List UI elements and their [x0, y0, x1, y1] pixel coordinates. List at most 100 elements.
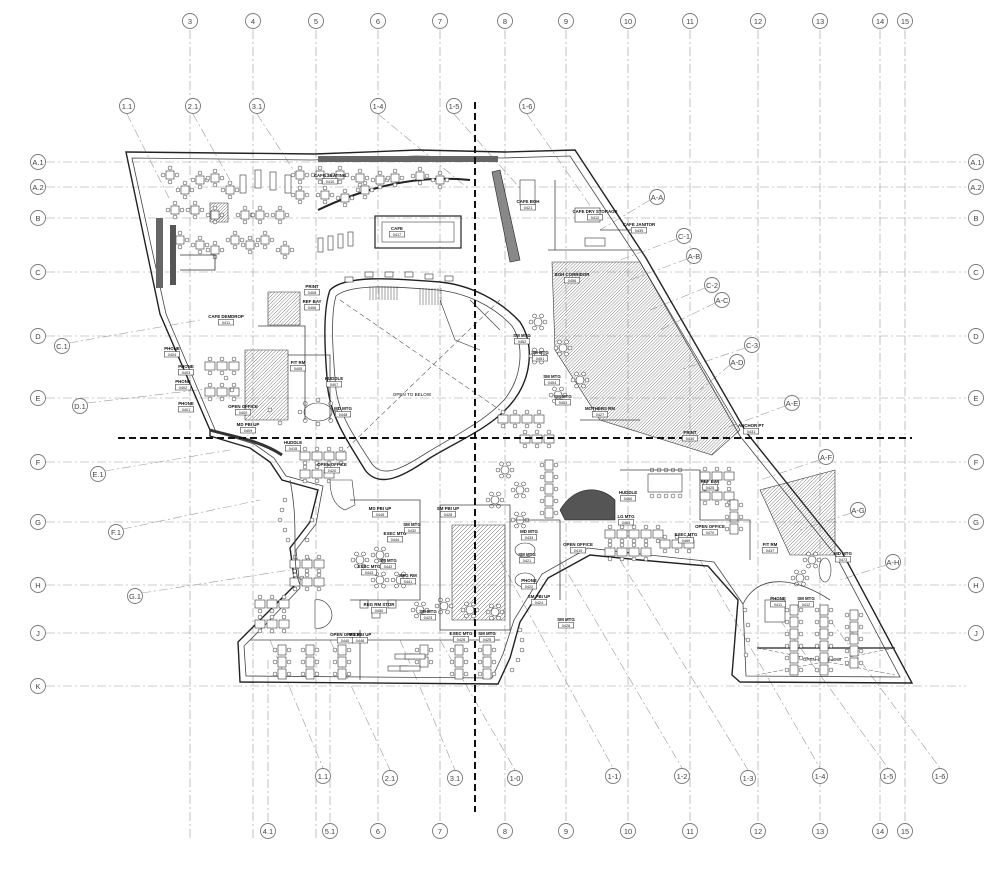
chair — [643, 556, 649, 562]
grid-bubble-row-left: H — [30, 577, 46, 593]
chair — [381, 546, 386, 552]
room-number: 0412 — [802, 603, 810, 607]
chair — [448, 603, 454, 609]
desk — [301, 577, 313, 587]
svg-text:3.1: 3.1 — [252, 102, 262, 111]
round-table — [807, 555, 817, 565]
desk — [729, 511, 739, 523]
room-number-box — [453, 636, 469, 643]
chair — [223, 375, 229, 381]
round-table — [500, 465, 510, 475]
svg-text:F: F — [974, 458, 979, 467]
room-number: 0433 — [525, 536, 533, 540]
room-number: 0450 — [375, 609, 383, 613]
chair — [197, 170, 203, 176]
chair — [643, 542, 649, 548]
chair — [239, 237, 245, 243]
chair — [714, 500, 720, 506]
grid-bubble-subrow-right: C-3 — [744, 337, 760, 353]
grid-bubble-subrow-right: A-C — [714, 292, 730, 308]
chair — [317, 179, 323, 185]
room-number: 0448 — [339, 413, 347, 417]
chair — [743, 652, 749, 658]
chair — [316, 568, 322, 574]
chair — [813, 563, 818, 569]
grid-bubble-col-top: 13 — [812, 13, 828, 29]
room-name: MD MTG — [520, 529, 538, 534]
chair — [546, 443, 552, 449]
desk — [277, 644, 287, 656]
chair — [784, 619, 790, 625]
chair — [369, 187, 375, 193]
chair — [553, 498, 559, 504]
svg-text:13: 13 — [816, 827, 824, 836]
chair — [314, 464, 320, 470]
room-number-box — [420, 614, 436, 621]
room-number-box — [558, 622, 574, 629]
grid-bubble-col-top: 15 — [897, 13, 913, 29]
round-table — [515, 485, 525, 495]
chair — [332, 647, 338, 653]
desk — [210, 245, 220, 255]
desk — [301, 559, 313, 569]
room-number: 0431 — [747, 430, 755, 434]
chair — [499, 473, 504, 479]
chair — [607, 556, 613, 562]
chair — [297, 179, 303, 185]
svg-text:1-1: 1-1 — [608, 772, 619, 781]
room-number: 0417 — [393, 233, 401, 237]
desk — [789, 628, 799, 640]
grid-bubble-subrow-right: A-H — [885, 554, 901, 570]
chair — [385, 175, 391, 181]
chair — [212, 240, 218, 246]
chair — [784, 655, 790, 661]
svg-text:D: D — [35, 332, 41, 341]
chair — [281, 608, 287, 614]
chair — [225, 237, 231, 243]
chair — [798, 667, 804, 673]
round-table — [355, 555, 365, 565]
svg-text:7: 7 — [438, 827, 442, 836]
chair — [227, 194, 233, 200]
room-name: SM MTG — [797, 596, 815, 601]
room-number-box — [404, 527, 420, 534]
chair — [374, 558, 379, 564]
chair — [219, 175, 225, 181]
desk — [277, 656, 287, 668]
conference-table — [647, 473, 683, 493]
chair — [485, 609, 491, 615]
chair — [570, 377, 576, 383]
desk — [628, 547, 640, 557]
chair — [438, 597, 443, 603]
chair — [316, 586, 322, 592]
desk — [404, 271, 414, 278]
room-number-box — [532, 355, 548, 362]
room-number-box — [326, 381, 342, 388]
chair — [656, 493, 662, 499]
chair — [414, 647, 420, 653]
room-number: 0408 — [308, 291, 316, 295]
chair — [517, 627, 523, 633]
chair — [401, 583, 406, 589]
chair — [784, 607, 790, 613]
desk — [544, 459, 554, 471]
chair — [674, 534, 680, 540]
desk — [454, 644, 464, 656]
chair — [174, 172, 180, 178]
chair — [377, 184, 383, 190]
chair — [491, 671, 497, 677]
chair — [297, 185, 303, 191]
chair — [197, 235, 203, 241]
chair — [304, 572, 310, 578]
svg-text:H: H — [973, 581, 978, 590]
room-number-box — [400, 578, 416, 585]
svg-text:14: 14 — [876, 17, 884, 26]
chair — [227, 180, 233, 186]
chair — [315, 397, 321, 403]
